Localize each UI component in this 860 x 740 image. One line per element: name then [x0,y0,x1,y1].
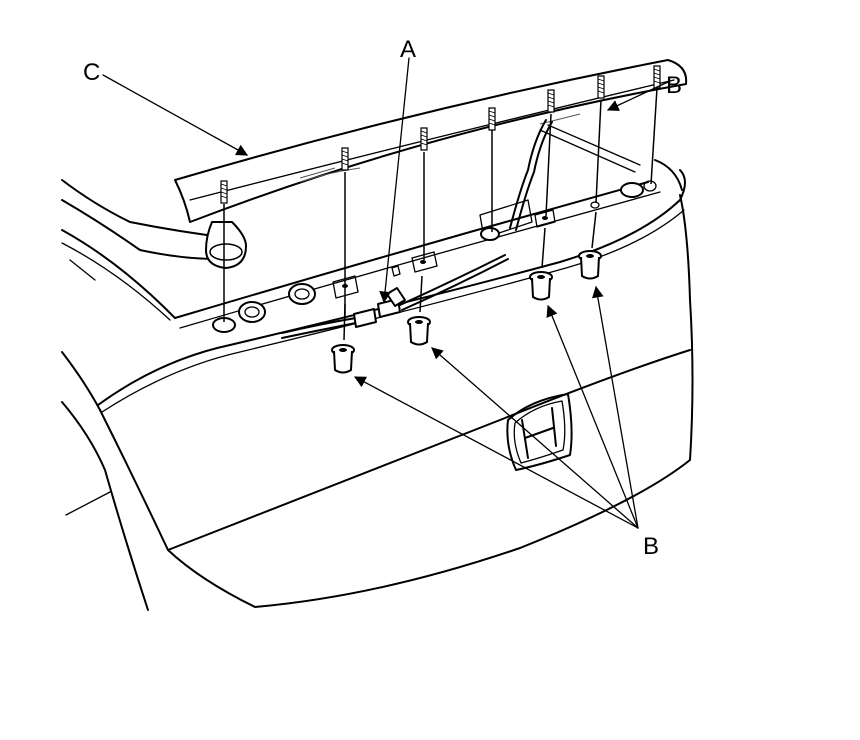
callout-label-c: C [83,59,100,86]
honda-emblem-icon [506,393,573,471]
callout-leaders [102,57,669,529]
spoiler-mount-stalk [205,221,247,269]
mounting-holes [212,180,657,333]
spoiler-bolt-icon [420,127,428,151]
callout-label-b-bottom: B [643,533,659,560]
grommets [331,211,602,374]
grommet-icon [331,344,355,374]
wire-connector-icon [353,265,406,328]
grommet-icon [578,250,602,280]
stop-lamp-wire-harness [281,119,553,339]
spoiler-bolts [220,65,661,322]
grommet-icon [529,271,553,301]
callout-label-a: A [400,36,416,63]
vehicle-body-left [61,179,241,611]
spoiler-bolt-icon [547,89,555,113]
spoiler-bolt-icon [653,65,661,89]
spoiler-bolt-icon [220,180,228,204]
spoiler-bolt-icon [488,107,496,131]
callout-label-b-top: B [666,72,682,99]
rear-spoiler [174,59,688,223]
spoiler-bolt-icon [597,75,605,99]
trunk-lid [97,124,694,608]
spoiler-bolt-icon [341,147,349,171]
grommet-icon [407,316,431,346]
